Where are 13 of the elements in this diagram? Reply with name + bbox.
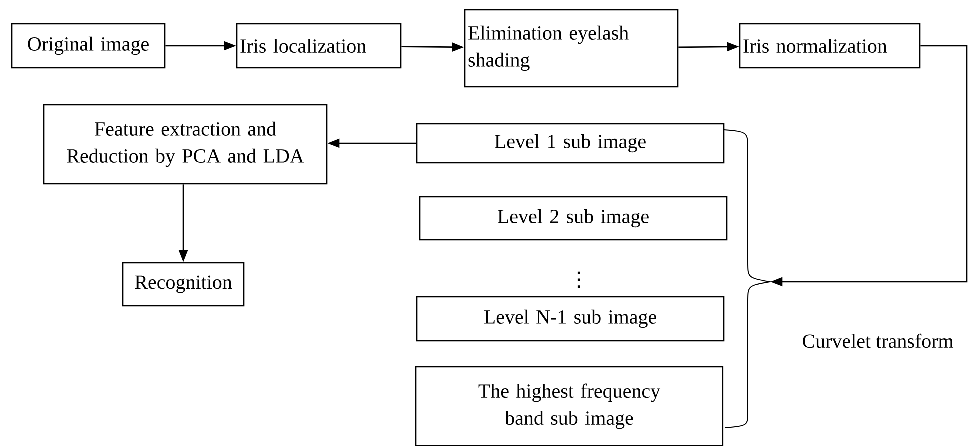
process-box: Elimination eyelash shading <box>464 9 679 88</box>
edge-label: Curvelet transform <box>801 332 955 350</box>
process-box: The highest frequency band sub image <box>415 366 724 446</box>
process-box: Iris normalization <box>739 23 921 69</box>
process-box: Level 2 sub image <box>419 196 728 241</box>
curly-brace <box>724 130 770 428</box>
ellipsis: ⋮ <box>578 272 580 288</box>
process-box: Level N-1 sub image <box>416 296 725 342</box>
process-box: Level 1 sub image <box>416 123 725 164</box>
process-box: Iris localization <box>236 23 402 69</box>
process-box: Feature extraction and Reduction by PCA and LDA <box>43 104 328 185</box>
process-box: Original image <box>11 23 166 69</box>
process-box: Recognition <box>122 262 245 307</box>
